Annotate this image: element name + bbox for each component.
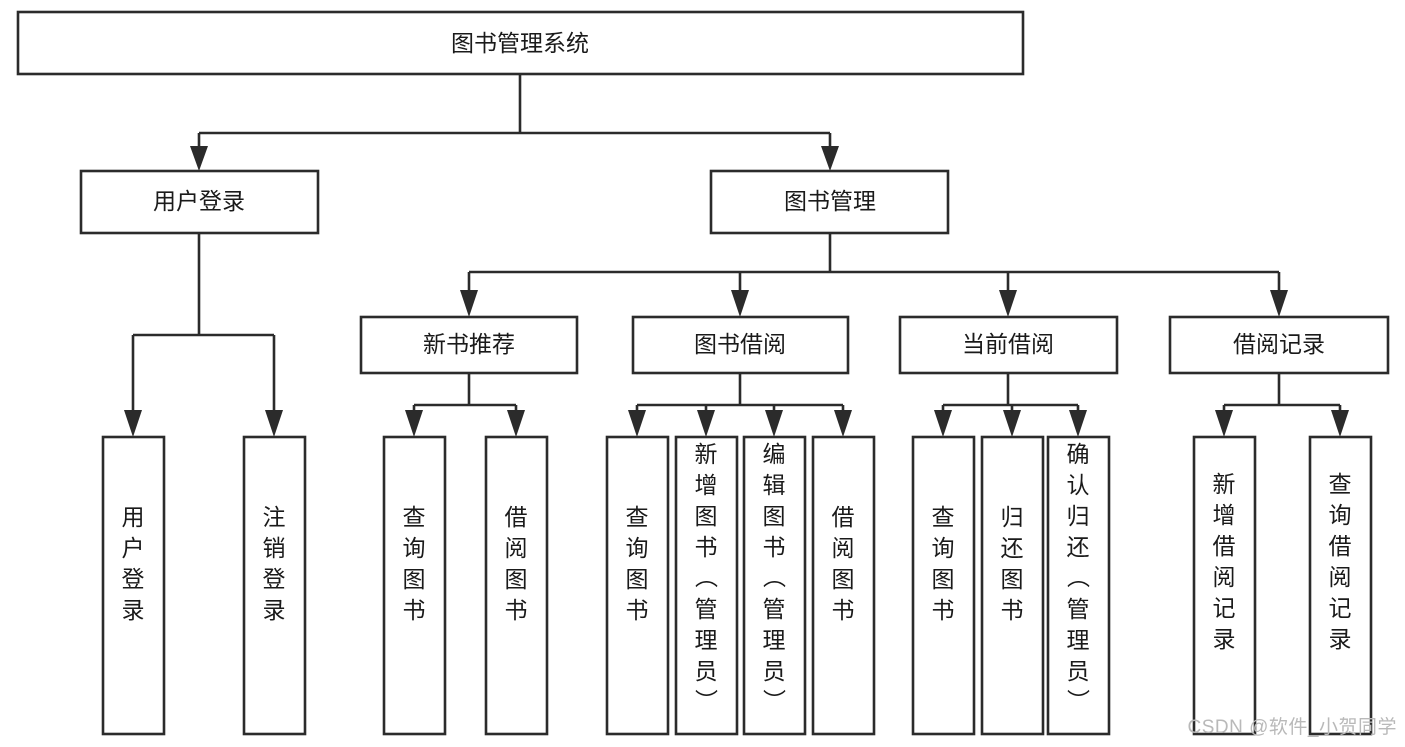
node-current-borrow-box[interactable] (898, 315, 1119, 375)
node-leaf-borrow-book-2-label: 借阅图书 (832, 504, 855, 623)
node-user-login-label: 用户登录 (153, 188, 245, 214)
arrow-head-leaf-query-book-2 (628, 410, 646, 437)
node-leaf-query-book-3-box[interactable] (911, 435, 976, 736)
node-leaf-query-book-1[interactable]: 查询图书 (382, 435, 447, 736)
node-leaf-query-book-3-label: 查询图书 (932, 504, 955, 623)
node-book-borrow-label: 图书借阅 (694, 331, 786, 357)
arrow-head-leaf-query-record (1331, 410, 1349, 437)
node-leaf-edit-book-label: 编辑图书（管理员） (763, 441, 787, 715)
node-leaf-query-book-3[interactable]: 查询图书 (911, 435, 976, 736)
node-leaf-user-login[interactable]: 用户登录 (101, 435, 166, 736)
node-leaf-confirm-return-label: 确认归还（管理员） (1067, 441, 1091, 715)
node-user-login[interactable]: 用户登录 (79, 169, 320, 235)
node-borrow-record-label: 借阅记录 (1233, 331, 1325, 357)
node-leaf-borrow-book-1-box[interactable] (484, 435, 549, 736)
node-leaf-user-login-label: 用户登录 (122, 504, 145, 623)
node-leaf-confirm-return[interactable]: 确认归还（管理员） (1046, 435, 1111, 736)
node-leaf-add-book[interactable]: 新增图书（管理员） (674, 435, 739, 736)
arrow-head-leaf-query-book-3 (934, 410, 952, 437)
node-leaf-user-login-box[interactable] (101, 435, 166, 736)
node-leaf-query-record-label: 查询借阅记录 (1329, 471, 1352, 652)
node-book-manage[interactable]: 图书管理 (709, 169, 950, 235)
node-new-book-rec-box[interactable] (359, 315, 579, 375)
node-book-borrow[interactable]: 图书借阅 (631, 315, 850, 375)
node-leaf-add-book-box[interactable] (674, 435, 739, 736)
csdn-watermark: CSDN @软件_小贺同学 (1187, 717, 1397, 738)
arrow-head-leaf-confirm-return (1069, 410, 1087, 437)
node-book-manage-box[interactable] (709, 169, 950, 235)
node-leaf-query-book-2-box[interactable] (605, 435, 670, 736)
arrow-head-new-book-rec (460, 290, 478, 317)
node-root[interactable]: 图书管理系统 (16, 10, 1025, 76)
connector-group-borrow-record (1215, 373, 1349, 437)
node-leaf-query-record-box[interactable] (1308, 435, 1373, 736)
arrow-head-book-manage (821, 146, 839, 171)
arrow-head-leaf-edit-book (765, 410, 783, 437)
node-current-borrow[interactable]: 当前借阅 (898, 315, 1119, 375)
node-book-borrow-box[interactable] (631, 315, 850, 375)
arrow-head-leaf-add-record (1215, 410, 1233, 437)
node-root-box[interactable] (16, 10, 1025, 76)
connector-group-current-borrow (934, 373, 1087, 437)
node-leaf-borrow-book-1[interactable]: 借阅图书 (484, 435, 549, 736)
node-leaf-query-book-1-box[interactable] (382, 435, 447, 736)
node-new-book-rec[interactable]: 新书推荐 (359, 315, 579, 375)
node-leaf-add-record-label: 新增借阅记录 (1213, 471, 1236, 652)
node-leaf-query-book-2-label: 查询图书 (626, 504, 649, 623)
node-leaf-borrow-book-2-box[interactable] (811, 435, 876, 736)
arrow-head-user-login (190, 146, 208, 171)
arrow-head-leaf-borrow-book-2 (834, 410, 852, 437)
node-leaf-confirm-return-box[interactable] (1046, 435, 1111, 736)
node-leaf-logout-box[interactable] (242, 435, 307, 736)
connector-group-book-borrow (628, 373, 852, 437)
node-root-label: 图书管理系统 (451, 30, 589, 56)
arrow-head-book-borrow (731, 290, 749, 317)
connector-group-new-book-rec (405, 373, 525, 437)
node-leaf-query-book-2[interactable]: 查询图书 (605, 435, 670, 736)
node-new-book-rec-label: 新书推荐 (423, 331, 515, 357)
node-leaf-add-record[interactable]: 新增借阅记录 (1192, 435, 1257, 736)
arrow-head-leaf-user-login (124, 410, 142, 437)
node-leaf-edit-book-box[interactable] (742, 435, 807, 736)
node-leaf-return-book-box[interactable] (980, 435, 1045, 736)
node-leaf-borrow-book-2[interactable]: 借阅图书 (811, 435, 876, 736)
arrow-head-leaf-logout (265, 410, 283, 437)
node-leaf-return-book-label: 归还图书 (1001, 504, 1024, 623)
node-user-login-box[interactable] (79, 169, 320, 235)
node-leaf-borrow-book-1-label: 借阅图书 (505, 504, 528, 623)
node-leaf-add-record-box[interactable] (1192, 435, 1257, 736)
node-leaf-return-book[interactable]: 归还图书 (980, 435, 1045, 736)
node-leaf-add-book-label: 新增图书（管理员） (695, 441, 719, 715)
arrow-head-borrow-record (1270, 290, 1288, 317)
connector-group-root (190, 75, 839, 171)
node-leaf-query-record[interactable]: 查询借阅记录 (1308, 435, 1373, 736)
node-borrow-record[interactable]: 借阅记录 (1168, 315, 1390, 375)
arrow-head-leaf-return-book (1003, 410, 1021, 437)
node-leaf-query-book-1-label: 查询图书 (403, 504, 426, 623)
node-leaf-logout[interactable]: 注销登录 (242, 435, 307, 736)
connector-group-book-manage (460, 233, 1288, 317)
arrow-head-leaf-add-book (697, 410, 715, 437)
node-leaf-edit-book[interactable]: 编辑图书（管理员） (742, 435, 807, 736)
node-book-manage-label: 图书管理 (784, 188, 876, 214)
connector-group-user-login (124, 233, 283, 437)
node-borrow-record-box[interactable] (1168, 315, 1390, 375)
node-leaf-logout-label: 注销登录 (263, 504, 286, 623)
arrow-head-current-borrow (999, 290, 1017, 317)
arrow-head-leaf-borrow-book-1 (507, 410, 525, 437)
node-current-borrow-label: 当前借阅 (962, 331, 1054, 357)
arrow-head-leaf-query-book-1 (405, 410, 423, 437)
